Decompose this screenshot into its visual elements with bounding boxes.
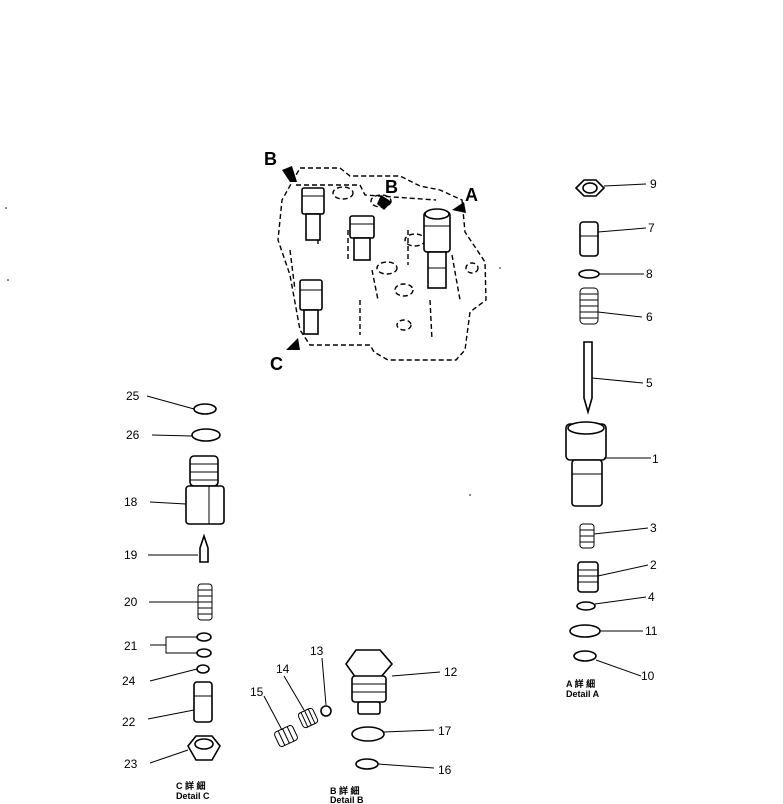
callout-14: 14 (276, 662, 290, 676)
detail-a-glyphs: A 詳 細 (566, 678, 595, 689)
detail-b-caption: Detail B (330, 795, 364, 804)
view-label-b1: B (264, 149, 277, 169)
callout-2: 2 (650, 558, 657, 572)
callout-15: 15 (250, 685, 264, 699)
detail-b-labels: 12 13 14 15 17 16 B 詳 細 Detail B (250, 644, 458, 804)
callout-4: 4 (648, 590, 655, 604)
callout-24: 24 (122, 674, 136, 688)
callout-9: 9 (650, 177, 657, 191)
callout-20: 20 (124, 595, 138, 609)
callout-17: 17 (438, 724, 452, 738)
callout-22: 22 (122, 715, 136, 729)
callout-10: 10 (641, 669, 655, 683)
view-label-b2: B (385, 177, 398, 197)
detail-c-labels: 25 26 18 19 20 21 24 22 23 C 詳 細 Detail … (122, 389, 210, 801)
callout-12: 12 (444, 665, 458, 679)
callout-21: 21 (124, 639, 138, 653)
callout-23: 23 (124, 757, 138, 771)
detail-a-labels: 9 7 8 6 5 1 3 2 4 11 10 A 詳 細 Detail A (566, 177, 659, 699)
detail-b-parts (263, 649, 441, 770)
view-arrows: B B A C (264, 149, 478, 374)
callout-11: 11 (645, 624, 658, 638)
view-label-c: C (270, 354, 283, 374)
callout-26: 26 (126, 428, 140, 442)
detail-c-parts (146, 395, 225, 764)
detail-a-parts (565, 179, 651, 677)
detail-c-glyphs: C 詳 細 (176, 780, 206, 791)
callout-25: 25 (126, 389, 140, 403)
callout-19: 19 (124, 548, 138, 562)
detail-a-caption: Detail A (566, 689, 600, 699)
callout-16: 16 (438, 763, 452, 777)
view-label-a: A (465, 185, 478, 205)
detail-c-caption: Detail C (176, 791, 210, 801)
callout-5: 5 (646, 376, 653, 390)
callout-1: 1 (652, 452, 659, 466)
callout-8: 8 (646, 267, 653, 281)
detail-b-glyphs: B 詳 細 (330, 785, 360, 796)
control-valve-body (277, 167, 487, 361)
callout-3: 3 (650, 521, 657, 535)
scan-specks (5, 207, 501, 496)
callout-6: 6 (646, 310, 653, 324)
callout-18: 18 (124, 495, 138, 509)
callout-13: 13 (310, 644, 324, 658)
callout-7: 7 (648, 221, 655, 235)
